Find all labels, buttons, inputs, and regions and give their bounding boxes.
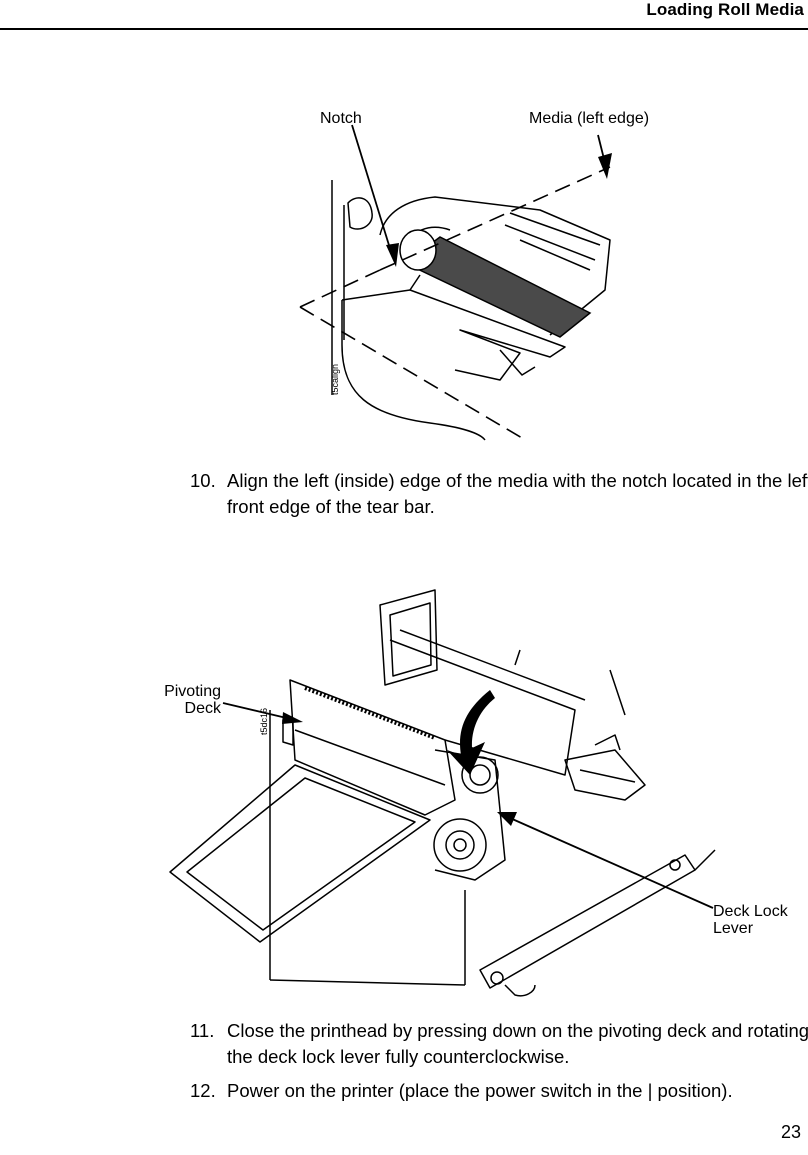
tear-bar-illustration: t5calign [299,124,612,441]
figure-pivoting-deck: t5dc16 [145,570,805,1000]
figure-tag: t5dc16 [259,708,269,735]
alignment-line-top [379,166,611,271]
callout-notch: Notch [320,110,362,127]
step-text: Close the printhead by pressing down on … [227,1020,808,1067]
callout-pivoting-line1: Pivoting [164,683,221,700]
callout-deck-lock-lever: Deck Lock Lever [713,903,788,937]
step-number: 12. [190,1080,216,1101]
callout-deck-lock-line1: Deck Lock [713,903,788,920]
figure-tear-bar-alignment: t5calign [260,95,680,455]
callout-pivoting-deck: Pivoting Deck [153,683,221,717]
printer-illustration: t5dc16 [169,589,716,997]
step-number: 10. [190,470,216,491]
step-text: Power on the printer (place the power sw… [227,1080,733,1101]
header-title: Loading Roll Media [646,0,804,19]
callout-media-left-edge: Media (left edge) [529,110,650,127]
figure-tag: t5calign [330,364,340,395]
step-text: Align the left (inside) edge of the medi… [227,470,808,517]
press-down-arrow [447,690,495,775]
callout-deck-lock-line2: Lever [713,920,754,937]
page-number: 23 [780,1122,801,1142]
callout-pivoting-line2: Deck [184,700,221,717]
page-header: Loading Roll Media [0,0,808,30]
step-number: 11. [190,1020,215,1041]
alignment-line-bottom [299,306,523,439]
